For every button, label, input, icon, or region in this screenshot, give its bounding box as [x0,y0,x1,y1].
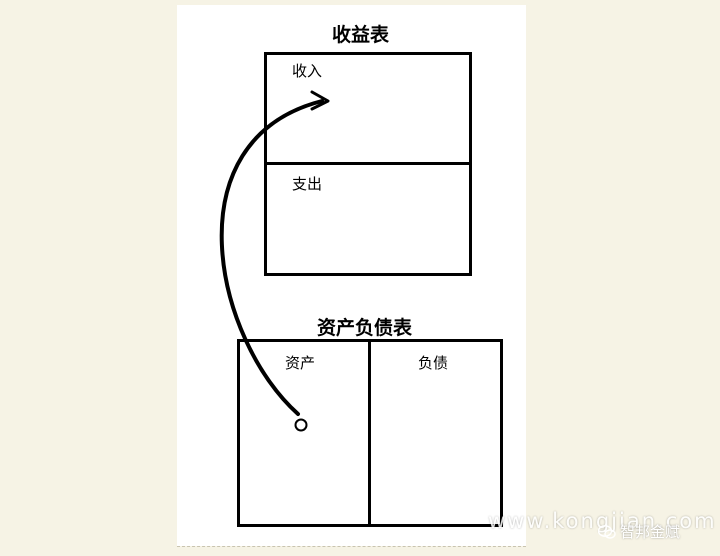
watermark: www.kongjian.com 智邦金赋 [488,505,720,541]
page-edge-dashed-line [177,546,526,547]
assets-label: 资产 [285,354,316,372]
watermark-url: www.kongjian.com [488,509,717,533]
wechat-icon [598,524,616,539]
income-statement-divider [264,162,472,165]
arrow-curve [219,99,324,416]
income-statement-title: 收益表 [332,24,390,46]
arrow-head [310,90,330,111]
watermark-brand-text: 智邦金赋 [620,523,681,541]
revenue-label: 收入 [292,62,323,80]
balance-sheet-title: 资产负债表 [317,317,413,339]
balance-sheet-divider [368,339,371,527]
expense-label: 支出 [292,175,323,193]
start-circle [294,418,308,432]
watermark-brand: 智邦金赋 [598,521,680,542]
liabilities-label: 负债 [418,354,449,372]
